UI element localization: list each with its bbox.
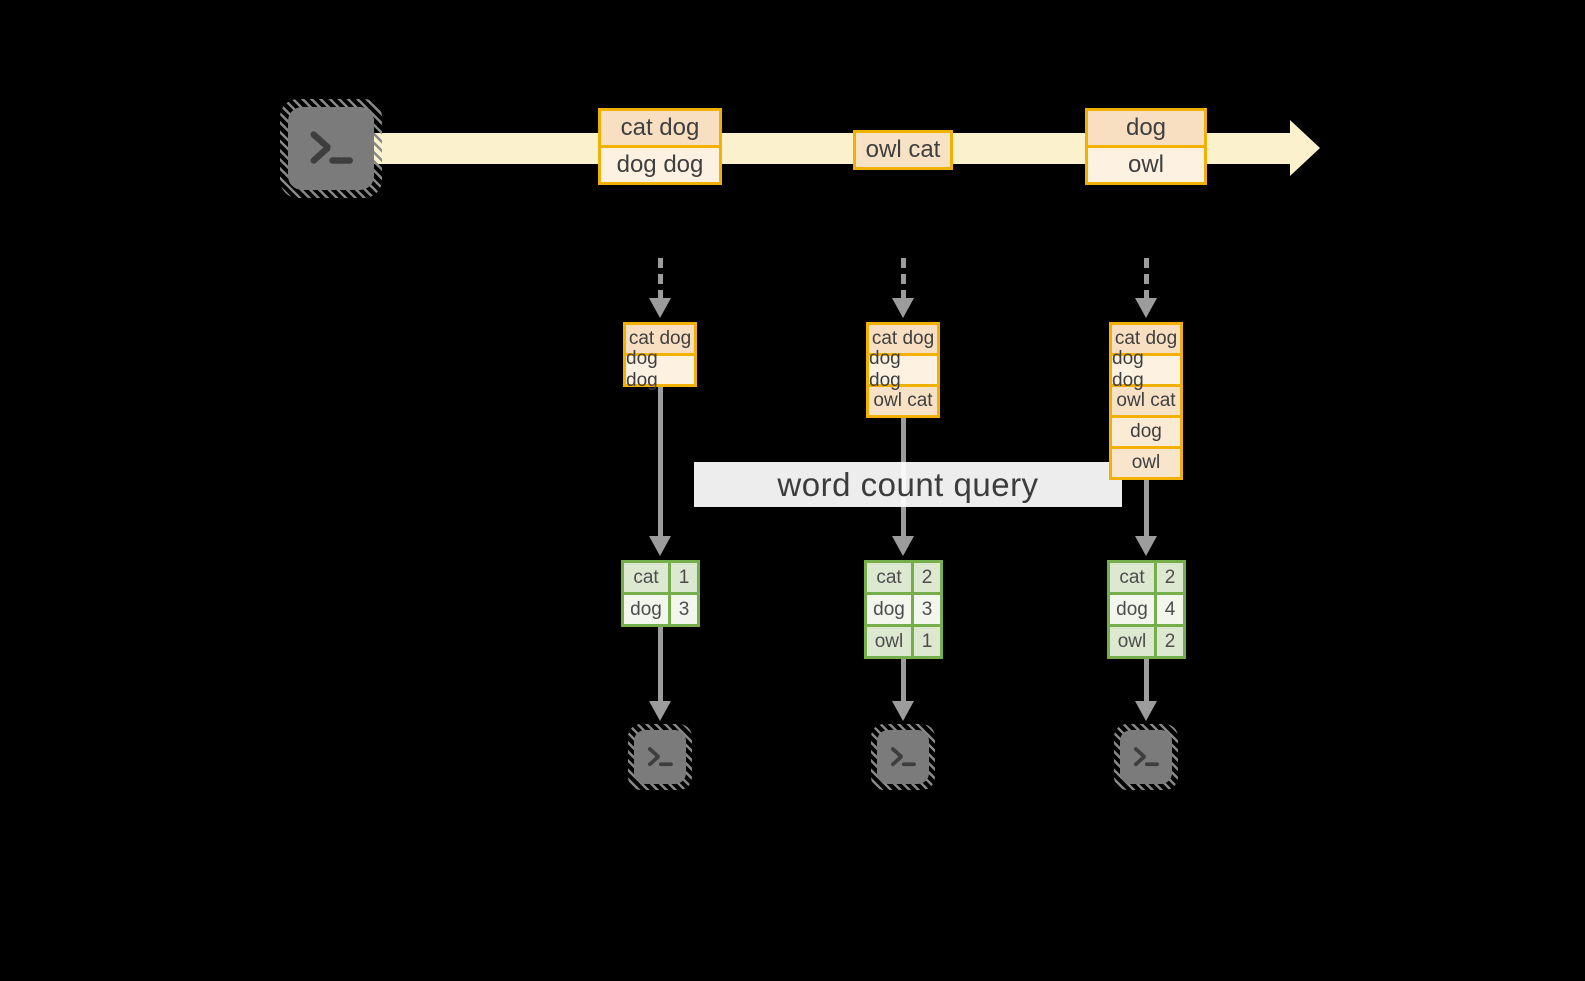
source-terminal-icon — [280, 99, 382, 198]
connector-line — [658, 387, 663, 538]
terminal-prompt-icon — [634, 730, 686, 784]
arrowhead-icon — [1135, 298, 1157, 318]
terminal-prompt-icon — [877, 730, 929, 784]
sink-terminal-icon-1 — [628, 724, 692, 790]
count-table-3: cat 2 dog 4 owl 2 — [1107, 560, 1186, 659]
arrowhead-icon — [892, 536, 914, 556]
sink-terminal-icon-2 — [871, 724, 935, 790]
table-cell-count: 2 — [1157, 563, 1183, 592]
connector-line — [1144, 480, 1149, 538]
event-row: owl — [1085, 145, 1207, 185]
arrowhead-icon — [649, 536, 671, 556]
arrowhead-icon — [649, 701, 671, 721]
arrowhead-icon — [1135, 536, 1157, 556]
arrowhead-icon — [649, 298, 671, 318]
stream-event-2: owl cat — [853, 130, 953, 170]
arrowhead-icon — [892, 298, 914, 318]
table-cell-word: owl — [867, 627, 911, 656]
query-banner: word count query — [694, 462, 1122, 507]
event-stack-3: cat dog dog dog owl cat dog owl — [1109, 322, 1183, 480]
sink-terminal-icon-3 — [1114, 724, 1178, 790]
table-cell-count: 3 — [671, 595, 697, 624]
table-cell-word: dog — [1110, 595, 1154, 624]
table-cell-count: 1 — [671, 563, 697, 592]
event-stack-1: cat dog dog dog — [623, 322, 697, 391]
stack-row: cat dog — [1109, 322, 1183, 356]
stack-row: dog dog — [1109, 348, 1183, 391]
count-table-2: cat 2 dog 3 owl 1 — [864, 560, 943, 659]
stack-row: owl — [1109, 446, 1183, 480]
stream-arrowhead-icon — [1290, 120, 1320, 176]
connector-line — [658, 627, 663, 703]
event-stack-2: cat dog dog dog owl cat — [866, 322, 940, 418]
stack-row: dog dog — [623, 348, 697, 391]
event-row: cat dog — [598, 108, 722, 148]
terminal-prompt-icon — [288, 107, 374, 190]
table-cell-count: 3 — [914, 595, 940, 624]
table-cell-count: 4 — [1157, 595, 1183, 624]
table-cell-word: dog — [624, 595, 668, 624]
dashed-connector — [658, 258, 663, 300]
stack-row: owl cat — [1109, 384, 1183, 418]
arrowhead-icon — [892, 701, 914, 721]
dashed-connector — [1144, 258, 1149, 300]
table-cell-count: 2 — [914, 563, 940, 592]
table-cell-word: cat — [1110, 563, 1154, 592]
event-row: owl cat — [853, 130, 953, 170]
table-cell-count: 2 — [1157, 627, 1183, 656]
count-table-1: cat 1 dog 3 — [621, 560, 700, 627]
arrowhead-icon — [1135, 701, 1157, 721]
table-cell-word: dog — [867, 595, 911, 624]
table-cell-count: 1 — [914, 627, 940, 656]
table-cell-word: cat — [867, 563, 911, 592]
stack-row: cat dog — [623, 322, 697, 356]
stack-row: owl cat — [866, 384, 940, 418]
stack-row: dog — [1109, 415, 1183, 449]
stream-event-3: dog owl — [1085, 108, 1207, 185]
terminal-prompt-icon — [1120, 730, 1172, 784]
dashed-connector — [901, 258, 906, 300]
stack-row: dog dog — [866, 348, 940, 391]
connector-line — [1144, 659, 1149, 703]
event-row: dog — [1085, 108, 1207, 148]
stream-event-1: cat dog dog dog — [598, 108, 722, 185]
table-cell-word: owl — [1110, 627, 1154, 656]
query-label: word count query — [777, 465, 1039, 503]
connector-line — [901, 659, 906, 703]
event-row: dog dog — [598, 145, 722, 185]
table-cell-word: cat — [624, 563, 668, 592]
